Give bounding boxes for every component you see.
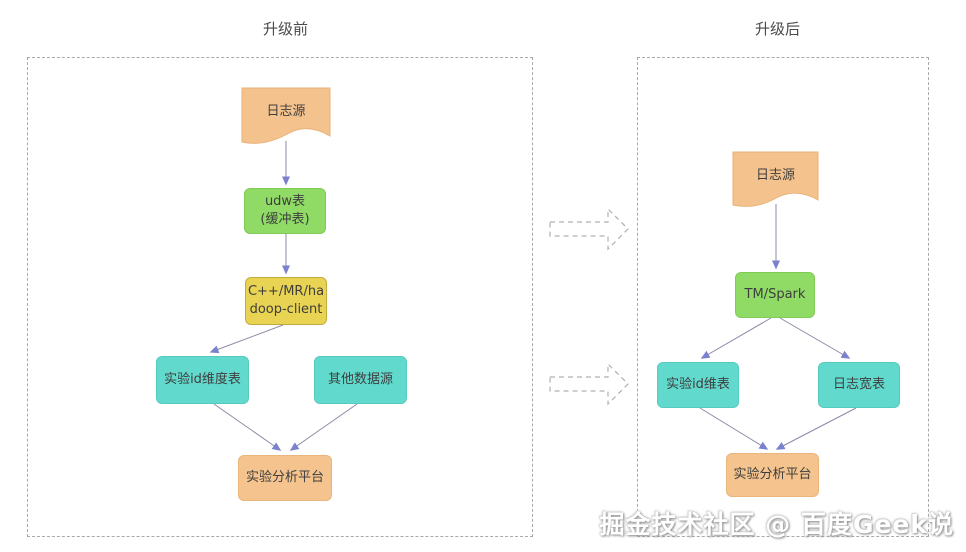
block-arrow-bottom bbox=[549, 362, 629, 406]
after-analysis-platform-node: 实验分析平台 bbox=[726, 453, 819, 497]
before-panel-title: 升级前 bbox=[263, 20, 309, 38]
after-panel-title: 升级后 bbox=[755, 20, 801, 38]
before-udw-table-node: udw表 (缓冲表) bbox=[244, 188, 326, 234]
before-hadoop-client-node: C++/MR/ha doop-client bbox=[245, 277, 327, 325]
before-other-data-source-node: 其他数据源 bbox=[314, 356, 407, 404]
before-exp-id-dim-table-node: 实验id维度表 bbox=[156, 356, 249, 404]
watermark: 掘金技术社区 @ 百度Geek说 bbox=[599, 510, 954, 539]
before-analysis-platform-node: 实验分析平台 bbox=[238, 455, 332, 501]
before-panel bbox=[27, 57, 533, 537]
after-panel bbox=[637, 57, 929, 537]
before-log-source-label: 日志源 bbox=[266, 104, 306, 120]
after-tm-spark-node: TM/Spark bbox=[735, 272, 815, 318]
block-arrow-top bbox=[549, 207, 629, 251]
after-exp-id-dim-table-node: 实验id维表 bbox=[657, 362, 739, 408]
upgrade-transition-arrows bbox=[549, 207, 629, 406]
after-log-source-label: 日志源 bbox=[755, 168, 795, 184]
after-log-wide-table-node: 日志宽表 bbox=[818, 362, 900, 408]
